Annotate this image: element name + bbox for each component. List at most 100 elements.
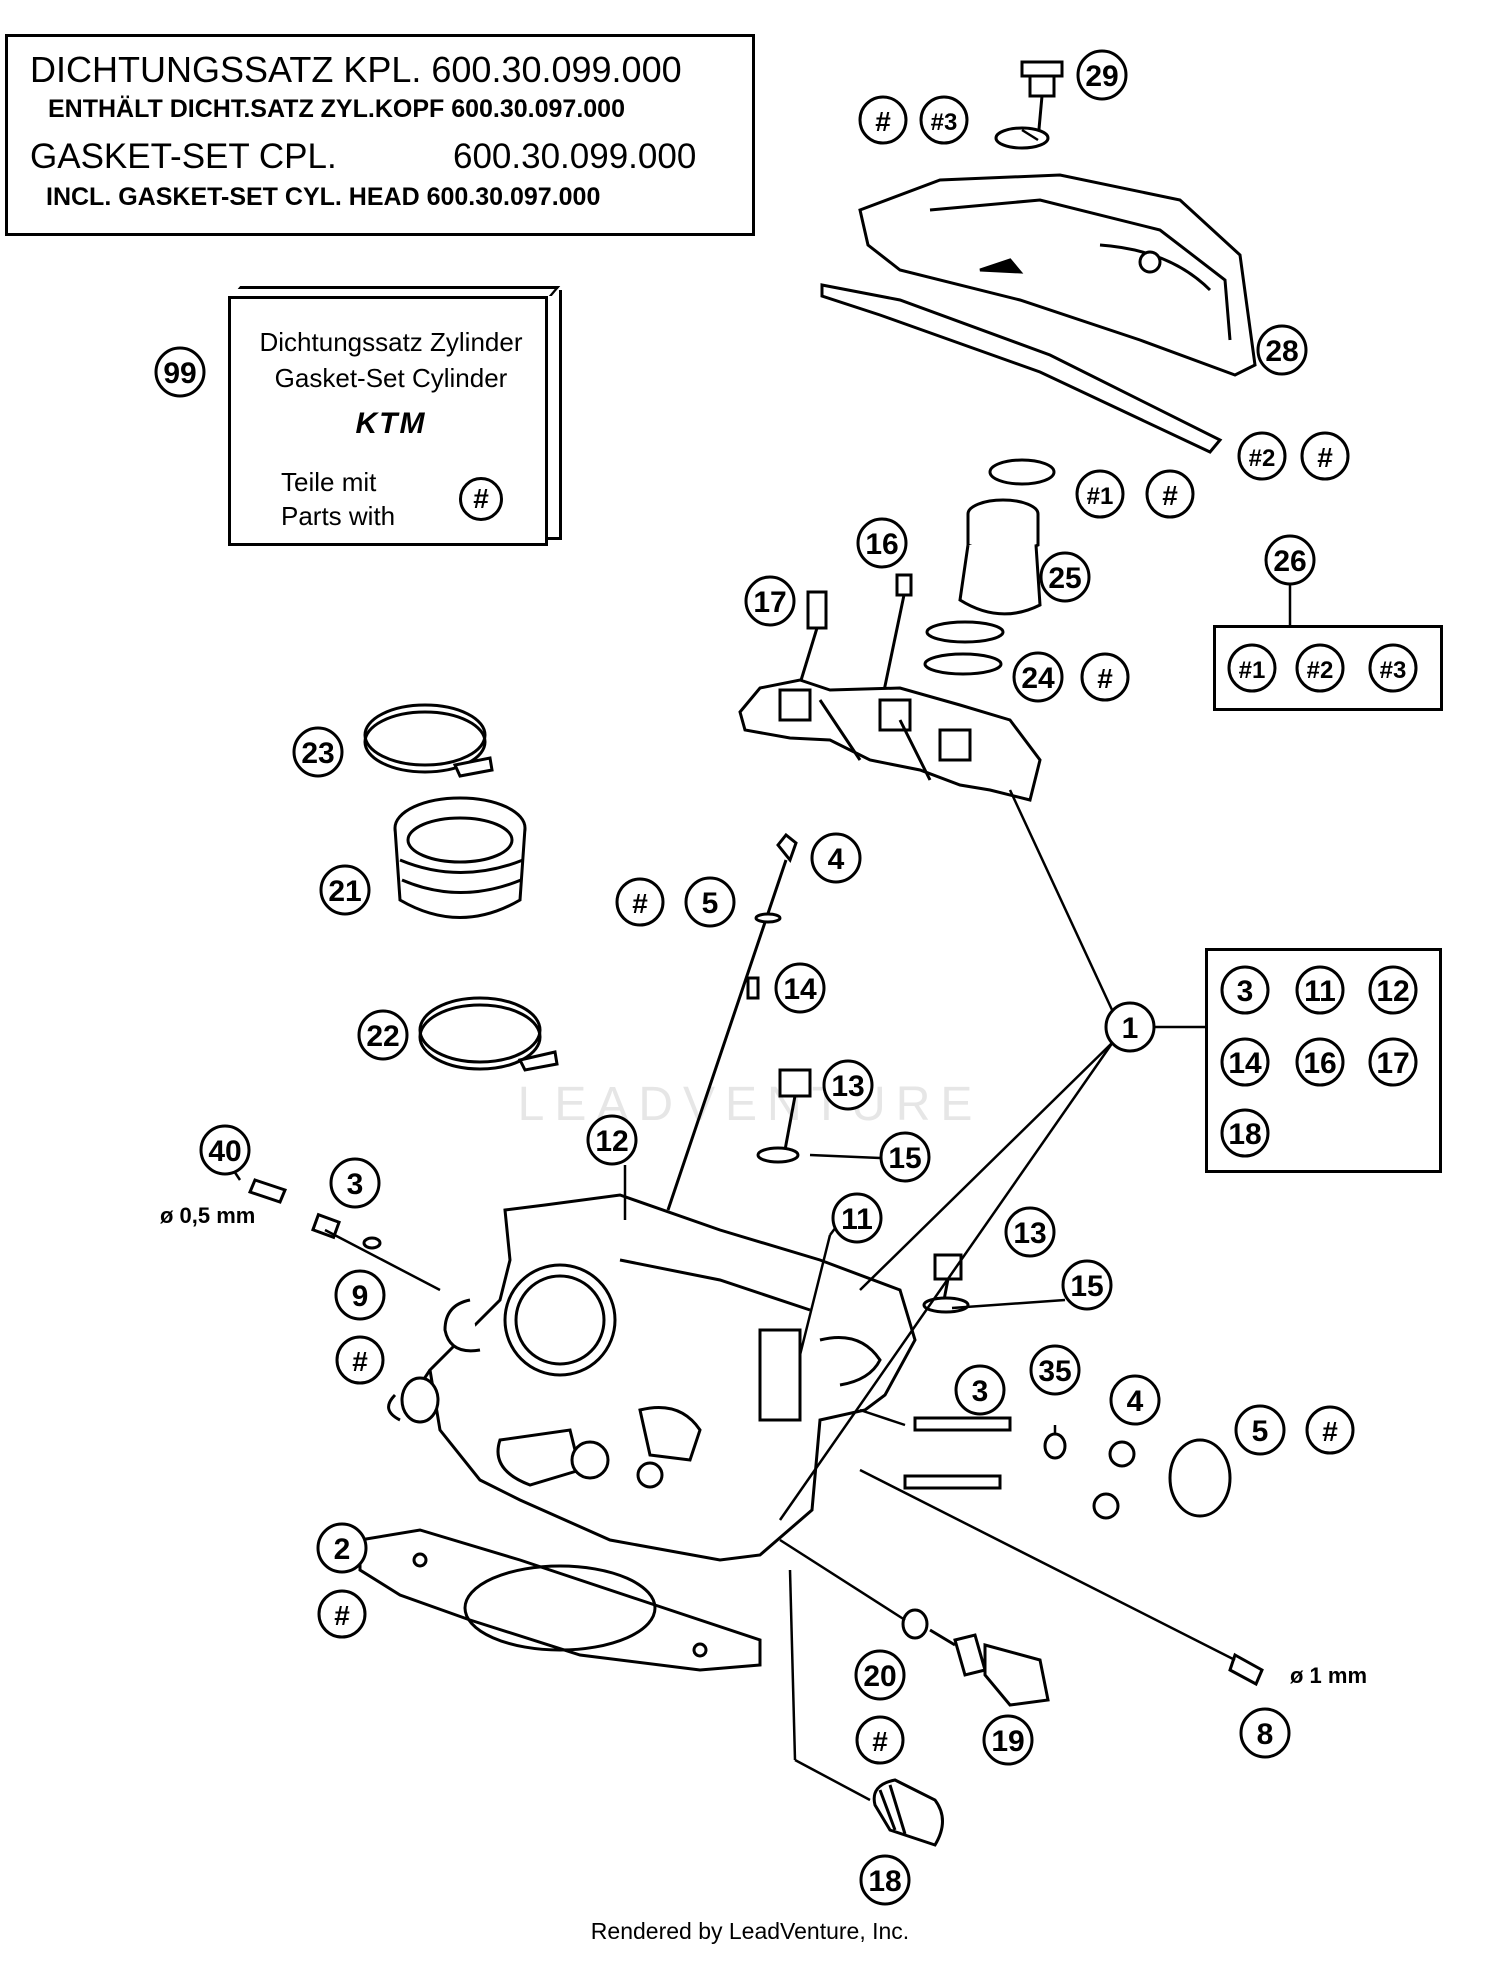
callout-24: 24 xyxy=(1012,651,1064,703)
callout-19: 19 xyxy=(982,1714,1034,1766)
kit-box-side-edge xyxy=(548,290,562,540)
callout-15-right: 15 xyxy=(1061,1259,1113,1311)
hash-marker-5: # xyxy=(1305,1405,1355,1455)
svg-text:3: 3 xyxy=(1237,975,1254,1008)
part-23-clamp xyxy=(363,703,494,778)
svg-text:1: 1 xyxy=(1122,1012,1139,1045)
callout-40: 40 xyxy=(199,1124,251,1176)
part-10-washer xyxy=(362,1236,382,1250)
hash-marker-20: # xyxy=(855,1715,905,1765)
gasket-kit-box: Dichtungssatz Zylinder Gasket-Set Cylind… xyxy=(228,286,562,548)
kit-title-en: Gasket-Set Cylinder xyxy=(274,363,508,393)
callout-23: 23 xyxy=(292,726,344,778)
svg-text:#: # xyxy=(632,888,648,919)
hash-marker-24: # xyxy=(1080,652,1130,702)
hash-marker-sub3-top: #3 xyxy=(919,95,969,145)
svg-text:11: 11 xyxy=(1304,975,1336,1008)
svg-text:#2: #2 xyxy=(1307,657,1334,684)
svg-text:#: # xyxy=(1322,1416,1338,1447)
part-9-screw xyxy=(311,1212,341,1240)
svg-text:#: # xyxy=(875,106,891,137)
svg-text:99: 99 xyxy=(163,357,196,390)
part-20-washer xyxy=(901,1608,929,1640)
subtitle-line-de: ENTHÄLT DICHT.SATZ ZYL.KOPF 600.30.097.0… xyxy=(48,95,625,123)
callout-20: 20 xyxy=(854,1649,906,1701)
part-18-plug xyxy=(872,1778,944,1847)
svg-text:4: 4 xyxy=(828,843,845,876)
watermark-text: LEADVENTURE xyxy=(518,1078,983,1131)
svg-text:3: 3 xyxy=(972,1375,989,1408)
callout-4: 4 xyxy=(1109,1374,1161,1426)
svg-text:25: 25 xyxy=(1048,562,1081,595)
callout-17: 17 xyxy=(744,575,796,627)
svg-text:5: 5 xyxy=(702,887,719,920)
svg-text:2: 2 xyxy=(334,1533,351,1566)
svg-text:8: 8 xyxy=(1257,1718,1274,1751)
svg-text:28: 28 xyxy=(1265,335,1298,368)
callout-35: 35 xyxy=(1029,1344,1081,1396)
part-head-boss xyxy=(400,1376,440,1424)
svg-text:14: 14 xyxy=(1228,1047,1262,1080)
dimension-40: ø 0,5 mm xyxy=(160,1203,255,1228)
subtitle-line-en: INCL. GASKET-SET CYL. HEAD 600.30.097.00… xyxy=(46,183,601,211)
hash-marker-sub2-right: #2 xyxy=(1237,431,1287,481)
svg-text:#: # xyxy=(334,1600,350,1631)
part-40-jet xyxy=(247,1178,288,1204)
callout-6: 4 xyxy=(810,832,862,884)
group-1-item-12: 12 xyxy=(1368,965,1418,1015)
hash-marker-mid-1: # xyxy=(1145,469,1195,519)
svg-text:14: 14 xyxy=(783,973,817,1006)
hash-marker-7: # xyxy=(615,877,665,927)
callout-15-upper: 15 xyxy=(879,1131,931,1183)
hash-marker-2: # xyxy=(317,1589,367,1639)
svg-text:#: # xyxy=(1097,663,1113,694)
svg-text:3: 3 xyxy=(347,1168,364,1201)
svg-text:#1: #1 xyxy=(1087,483,1114,510)
callout-14: 14 xyxy=(774,962,826,1014)
svg-text:4: 4 xyxy=(1127,1385,1144,1418)
svg-text:#: # xyxy=(352,1346,368,1377)
callout-28: 28 xyxy=(1256,324,1308,376)
hash-marker-top: # xyxy=(858,95,908,145)
callout-2: 2 xyxy=(316,1522,368,1574)
group-26-sub2: #2 xyxy=(1295,643,1345,693)
svg-text:17: 17 xyxy=(1376,1047,1409,1080)
callout-8: 8 xyxy=(1239,1707,1291,1759)
callout-21: 21 xyxy=(319,864,371,916)
part-21-intake-boot xyxy=(393,796,527,919)
svg-text:#1: #1 xyxy=(1239,657,1266,684)
title-line-de: DICHTUNGSSATZ KPL. 600.30.099.000 xyxy=(30,49,682,90)
svg-text:9: 9 xyxy=(352,1280,369,1313)
part-22-clamp xyxy=(418,996,559,1072)
title-line-en-number: 600.30.099.000 xyxy=(453,137,697,176)
svg-text:22: 22 xyxy=(366,1020,399,1053)
gasket-set-title-box: DICHTUNGSSATZ KPL. 600.30.099.000 ENTHÄL… xyxy=(5,34,755,236)
callout-26: 26 xyxy=(1264,534,1316,586)
callout-13-upper: 13 xyxy=(822,1059,874,1111)
svg-text:16: 16 xyxy=(865,528,898,561)
svg-text:16: 16 xyxy=(1303,1047,1336,1080)
group-1-item-14: 14 xyxy=(1220,1037,1270,1087)
part-19-temp-sensor xyxy=(929,1628,1050,1707)
part-3-studs xyxy=(903,1416,1012,1490)
svg-text:35: 35 xyxy=(1038,1355,1071,1388)
hash-marker-10: # xyxy=(335,1335,385,1385)
group-1-item-11: 11 xyxy=(1295,965,1345,1015)
kit-parts-de: Teile mit xyxy=(281,467,377,497)
part-seal-ring-1 xyxy=(988,458,1056,486)
group-26-sub3: #3 xyxy=(1368,643,1418,693)
part-camshaft-bridge xyxy=(738,678,1042,802)
callout-10: 9 xyxy=(334,1269,386,1321)
part-2-head-gasket xyxy=(358,1528,762,1672)
svg-text:15: 15 xyxy=(1070,1270,1103,1303)
callout-7: 5 xyxy=(684,876,736,928)
part-14-pin xyxy=(746,976,760,1000)
svg-text:18: 18 xyxy=(868,1865,901,1898)
group-1-item-18: 18 xyxy=(1220,1108,1270,1158)
svg-text:#: # xyxy=(872,1726,888,1757)
ktm-logo: KTM xyxy=(355,407,427,440)
kit-parts-en: Parts with xyxy=(281,501,396,531)
svg-text:26: 26 xyxy=(1273,545,1306,578)
part-25-sleeve xyxy=(958,498,1042,616)
